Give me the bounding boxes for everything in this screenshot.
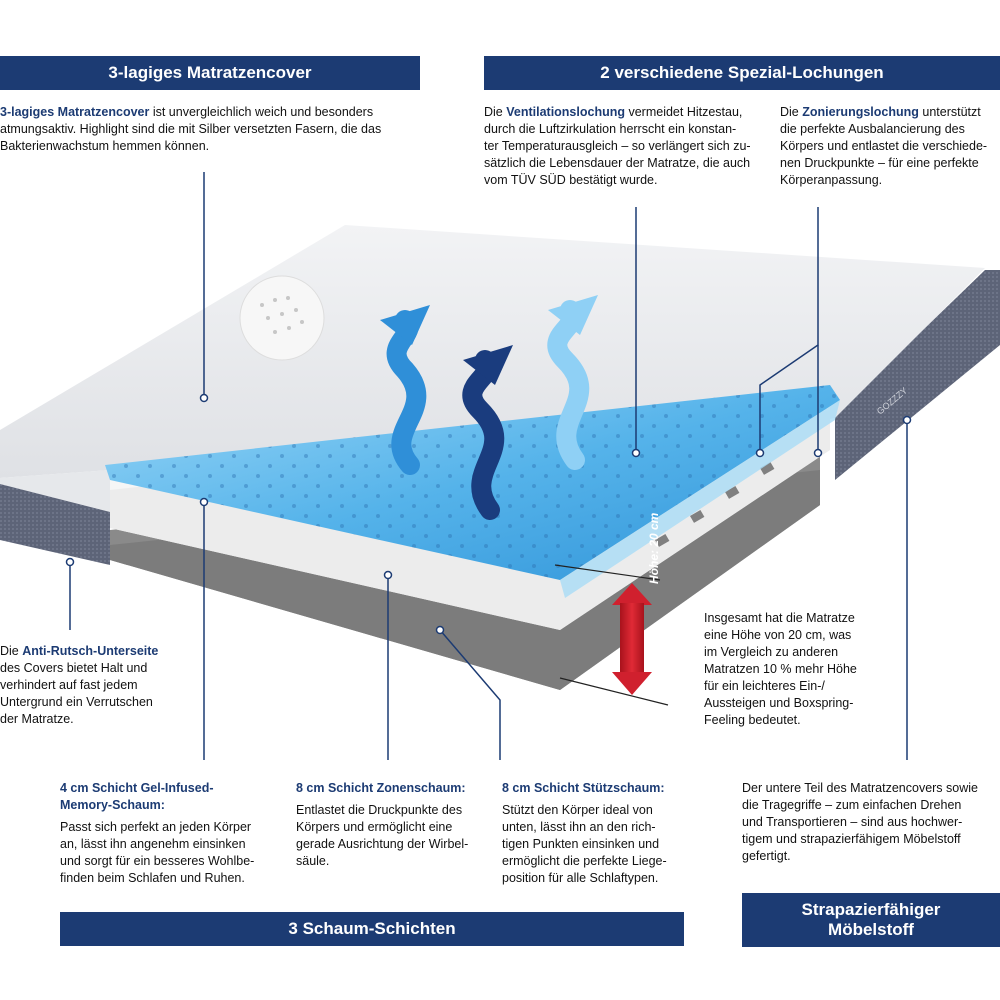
cover-description: 3-lagiges Matratzencover ist unvergleich… (0, 104, 430, 155)
support-layer-description: 8 cm Schicht Stützschaum: Stützt den Kör… (502, 780, 702, 887)
stuetz-line5: position für alle Schlaftypen. (502, 871, 659, 885)
vent-line2: durch die Luftzirkulation herrscht ein k… (484, 122, 737, 136)
antislip-line3: verhindert auf fast jedem (0, 678, 138, 692)
gel-title-line2: Memory-Schaum: (60, 798, 165, 812)
cover-front-edge (0, 470, 110, 512)
height-description: Insgesamt hat die Matratze eine Höhe von… (704, 610, 904, 729)
gel-line3: und sorgt für ein besseres Wohlbe- (60, 854, 255, 868)
cover-line1: ist unvergleichlich weich und besonders (149, 105, 374, 119)
antislip-description: Die Anti-Rutsch-Unterseite des Covers bi… (0, 643, 200, 728)
cover-line2: atmungsaktiv. Highlight sind die mit Sil… (0, 122, 382, 136)
stuetz-line4: ermöglicht die perfekte Liege- (502, 854, 667, 868)
vent-line1: vermeidet Hitzestau, (625, 105, 743, 119)
stuetz-title: 8 cm Schicht Stützschaum: (502, 781, 665, 795)
zonen-line2: Körpers und ermöglicht eine (296, 820, 453, 834)
height-line7: Feeling bedeutet. (704, 713, 801, 727)
height-line1: Insgesamt hat die Matratze (704, 611, 855, 625)
zonen-title: 8 cm Schicht Zonenschaum: (296, 781, 466, 795)
height-line3: im Vergleich zu anderen (704, 645, 839, 659)
height-line4: Matratzen 10 % mehr Höhe (704, 662, 857, 676)
zonen-line1: Entlastet die Druckpunkte des (296, 803, 463, 817)
cover-line3: Bakterienwachstum hemmen können. (0, 139, 210, 153)
mattress-left-side (0, 480, 110, 565)
air-flow-arrow-right (547, 295, 598, 470)
banner-fabric-line1: Strapazierfähiger (801, 899, 941, 919)
vent-line5: vom TÜV SÜD bestätigt wurde. (484, 173, 658, 187)
fabric-line3: und Transportieren – sind aus hochwer- (742, 815, 963, 829)
zoning-description: Die Zonierungslochung unterstützt die pe… (780, 104, 1000, 189)
gel-layer-description: 4 cm Schicht Gel-Infused- Memory-Schaum:… (60, 780, 290, 887)
zone-pre: Die (780, 105, 803, 119)
vent-line3: ter Temperaturausgleich – so verlängert … (484, 139, 751, 153)
stuetz-line3: tigen Punkten einsinken und (502, 837, 660, 851)
gel-line2: an, lässt ihn angenehm einsinken (60, 837, 246, 851)
vent-pre: Die (484, 105, 507, 119)
zone-line3: Körpers und entlastet die verschiede- (780, 139, 988, 153)
cover-highlight: 3-lagiges Matratzencover (0, 105, 150, 119)
fabric-line5: gefertigt. (742, 849, 791, 863)
fabric-line1: Der untere Teil des Matratzencovers sowi… (742, 781, 978, 795)
gel-line1: Passt sich perfekt an jeden Körper (60, 820, 252, 834)
fabric-line2: die Tragegriffe – zum einfachen Drehen (742, 798, 962, 812)
height-line6: Aussteigen und Boxspring- (704, 696, 854, 710)
height-label: Höhe: 20 cm (647, 512, 661, 584)
antislip-line5: der Matratze. (0, 712, 74, 726)
vent-highlight: Ventilationslochung (506, 105, 625, 119)
air-flow-arrow-center (462, 345, 513, 520)
antislip-highlight: Anti-Rutsch-Unterseite (22, 644, 159, 658)
stuetz-line1: Stützt den Körper ideal von (502, 803, 653, 817)
gel-title-line1: 4 cm Schicht Gel-Infused- (60, 781, 214, 795)
height-arrow (612, 583, 652, 695)
vent-line4: sätzlich die Lebensdauer der Matratze, d… (484, 156, 751, 170)
antislip-pre: Die (0, 644, 23, 658)
gel-line4: finden beim Schlafen und Ruhen. (60, 871, 245, 885)
zone-line5: Körperanpassung. (780, 173, 883, 187)
air-flow-arrow-left (380, 305, 430, 475)
height-line2: eine Höhe von 20 cm, was (704, 628, 852, 642)
banner-holes: 2 verschiedene Spezial-Lochungen (484, 56, 1000, 90)
mattress-right-side (835, 270, 1000, 480)
zone-line4: nen Druckpunkte – für eine perfekte (780, 156, 979, 170)
banner-foam-layers: 3 Schaum-Schichten (60, 912, 684, 946)
banner-fabric-line2: Möbelstoff (828, 920, 914, 939)
zone-line1: unterstützt (918, 105, 981, 119)
ventilation-description: Die Ventilationslochung vermeidet Hitzes… (484, 104, 774, 189)
zone-layer-description: 8 cm Schicht Zonenschaum: Entlastet die … (296, 780, 496, 870)
zonen-line4: säule. (296, 854, 330, 868)
antislip-line4: Untergrund ein Verrutschen (0, 695, 153, 709)
fabric-line4: tigem und strapazierfähigem Möbelstoff (742, 832, 961, 846)
zone-line2: die perfekte Ausbalancierung des (780, 122, 965, 136)
banner-fabric: Strapazierfähiger Möbelstoff (742, 893, 1000, 947)
height-line5: für ein leichteres Ein-/ (704, 679, 825, 693)
zonen-line3: gerade Ausrichtung der Wirbel- (296, 837, 469, 851)
fabric-description: Der untere Teil des Matratzencovers sowi… (742, 780, 1000, 865)
stuetz-line2: unten, lässt ihn an den rich- (502, 820, 656, 834)
zone-highlight: Zonierungslochung (802, 105, 919, 119)
cover-fabric-sample (239, 275, 325, 361)
antislip-line2: des Covers bietet Halt und (0, 661, 148, 675)
banner-cover: 3-lagiges Matratzencover (0, 56, 420, 90)
